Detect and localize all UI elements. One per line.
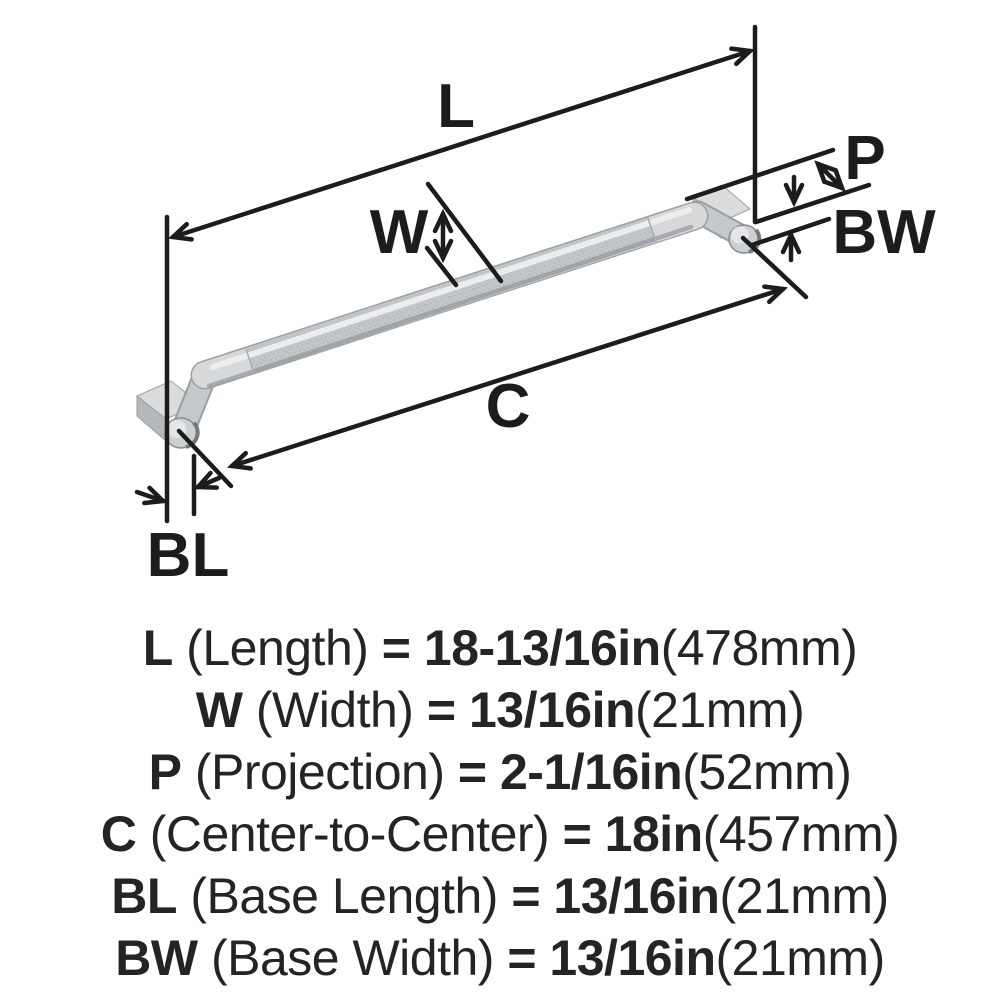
spec-line-P: P (Projection) = 2-1/16in(52mm) (0, 741, 1000, 803)
spec-value: = 13/16in (507, 930, 716, 986)
p-line-lower (753, 182, 872, 225)
spec-value: = 18in (562, 806, 704, 862)
handle-bar (190, 201, 709, 390)
spec-value: = 13/16in (426, 682, 636, 738)
dim-label-L: L (437, 72, 475, 141)
w-tick-upper (425, 181, 504, 284)
p-double-arrow (818, 164, 842, 188)
spec-line-BW: BW (Base Width) = 13/16in(21mm) (0, 927, 1000, 989)
p-line-upper (684, 147, 836, 202)
dim-label-W: W (370, 198, 429, 267)
spec-line-L: L (Length) = 18-13/16in(478mm) (0, 617, 1000, 679)
dimension-spec-list: L (Length) = 18-13/16in(478mm)W (Width) … (0, 617, 1000, 989)
spec-symbol: BW (115, 930, 198, 986)
spec-metric: (21mm) (715, 930, 886, 986)
dimension-annotations: L W P BW C BL (134, 24, 936, 590)
spec-metric: (52mm) (682, 744, 852, 800)
spec-symbol: L (142, 620, 174, 676)
spec-metric: (21mm) (719, 868, 889, 924)
dimension-diagram: L W P BW C BL (134, 24, 936, 590)
spec-value: = 2-1/16in (457, 744, 683, 800)
spec-metric: (457mm) (702, 806, 900, 862)
spec-value: = 13/16in (511, 868, 720, 924)
spec-symbol: BL (111, 868, 177, 924)
dim-line-L (173, 51, 750, 237)
dim-label-BL: BL (147, 521, 230, 590)
spec-name: (Width) (242, 682, 427, 738)
dim-label-C: C (486, 372, 531, 441)
w-tick-lower (424, 245, 459, 288)
dim-line-C (232, 289, 783, 466)
spec-metric: (21mm) (635, 682, 805, 738)
spec-name: (Base Length) (176, 868, 512, 924)
spec-symbol: C (100, 806, 137, 862)
spec-name: (Center-to-Center) (136, 806, 563, 862)
bl-right-arrow (198, 478, 222, 487)
spec-value: = 18-13/16in (381, 620, 661, 676)
c-tick-left (176, 428, 234, 489)
spec-name: (Base Width) (197, 930, 508, 986)
spec-name: (Projection) (181, 744, 458, 800)
c-tick-right (740, 235, 809, 300)
pull-handle-render (136, 184, 762, 449)
dim-label-P: P (844, 124, 885, 193)
bl-left-arrow (134, 492, 163, 501)
spec-name: (Length) (172, 620, 382, 676)
spec-metric: (478mm) (660, 620, 858, 676)
spec-line-W: W (Width) = 13/16in(21mm) (0, 679, 1000, 741)
dim-label-BW: BW (832, 198, 936, 267)
spec-line-C: C (Center-to-Center) = 18in(457mm) (0, 803, 1000, 865)
spec-symbol: W (195, 682, 243, 738)
spec-symbol: P (148, 744, 182, 800)
spec-line-BL: BL (Base Length) = 13/16in(21mm) (0, 865, 1000, 927)
